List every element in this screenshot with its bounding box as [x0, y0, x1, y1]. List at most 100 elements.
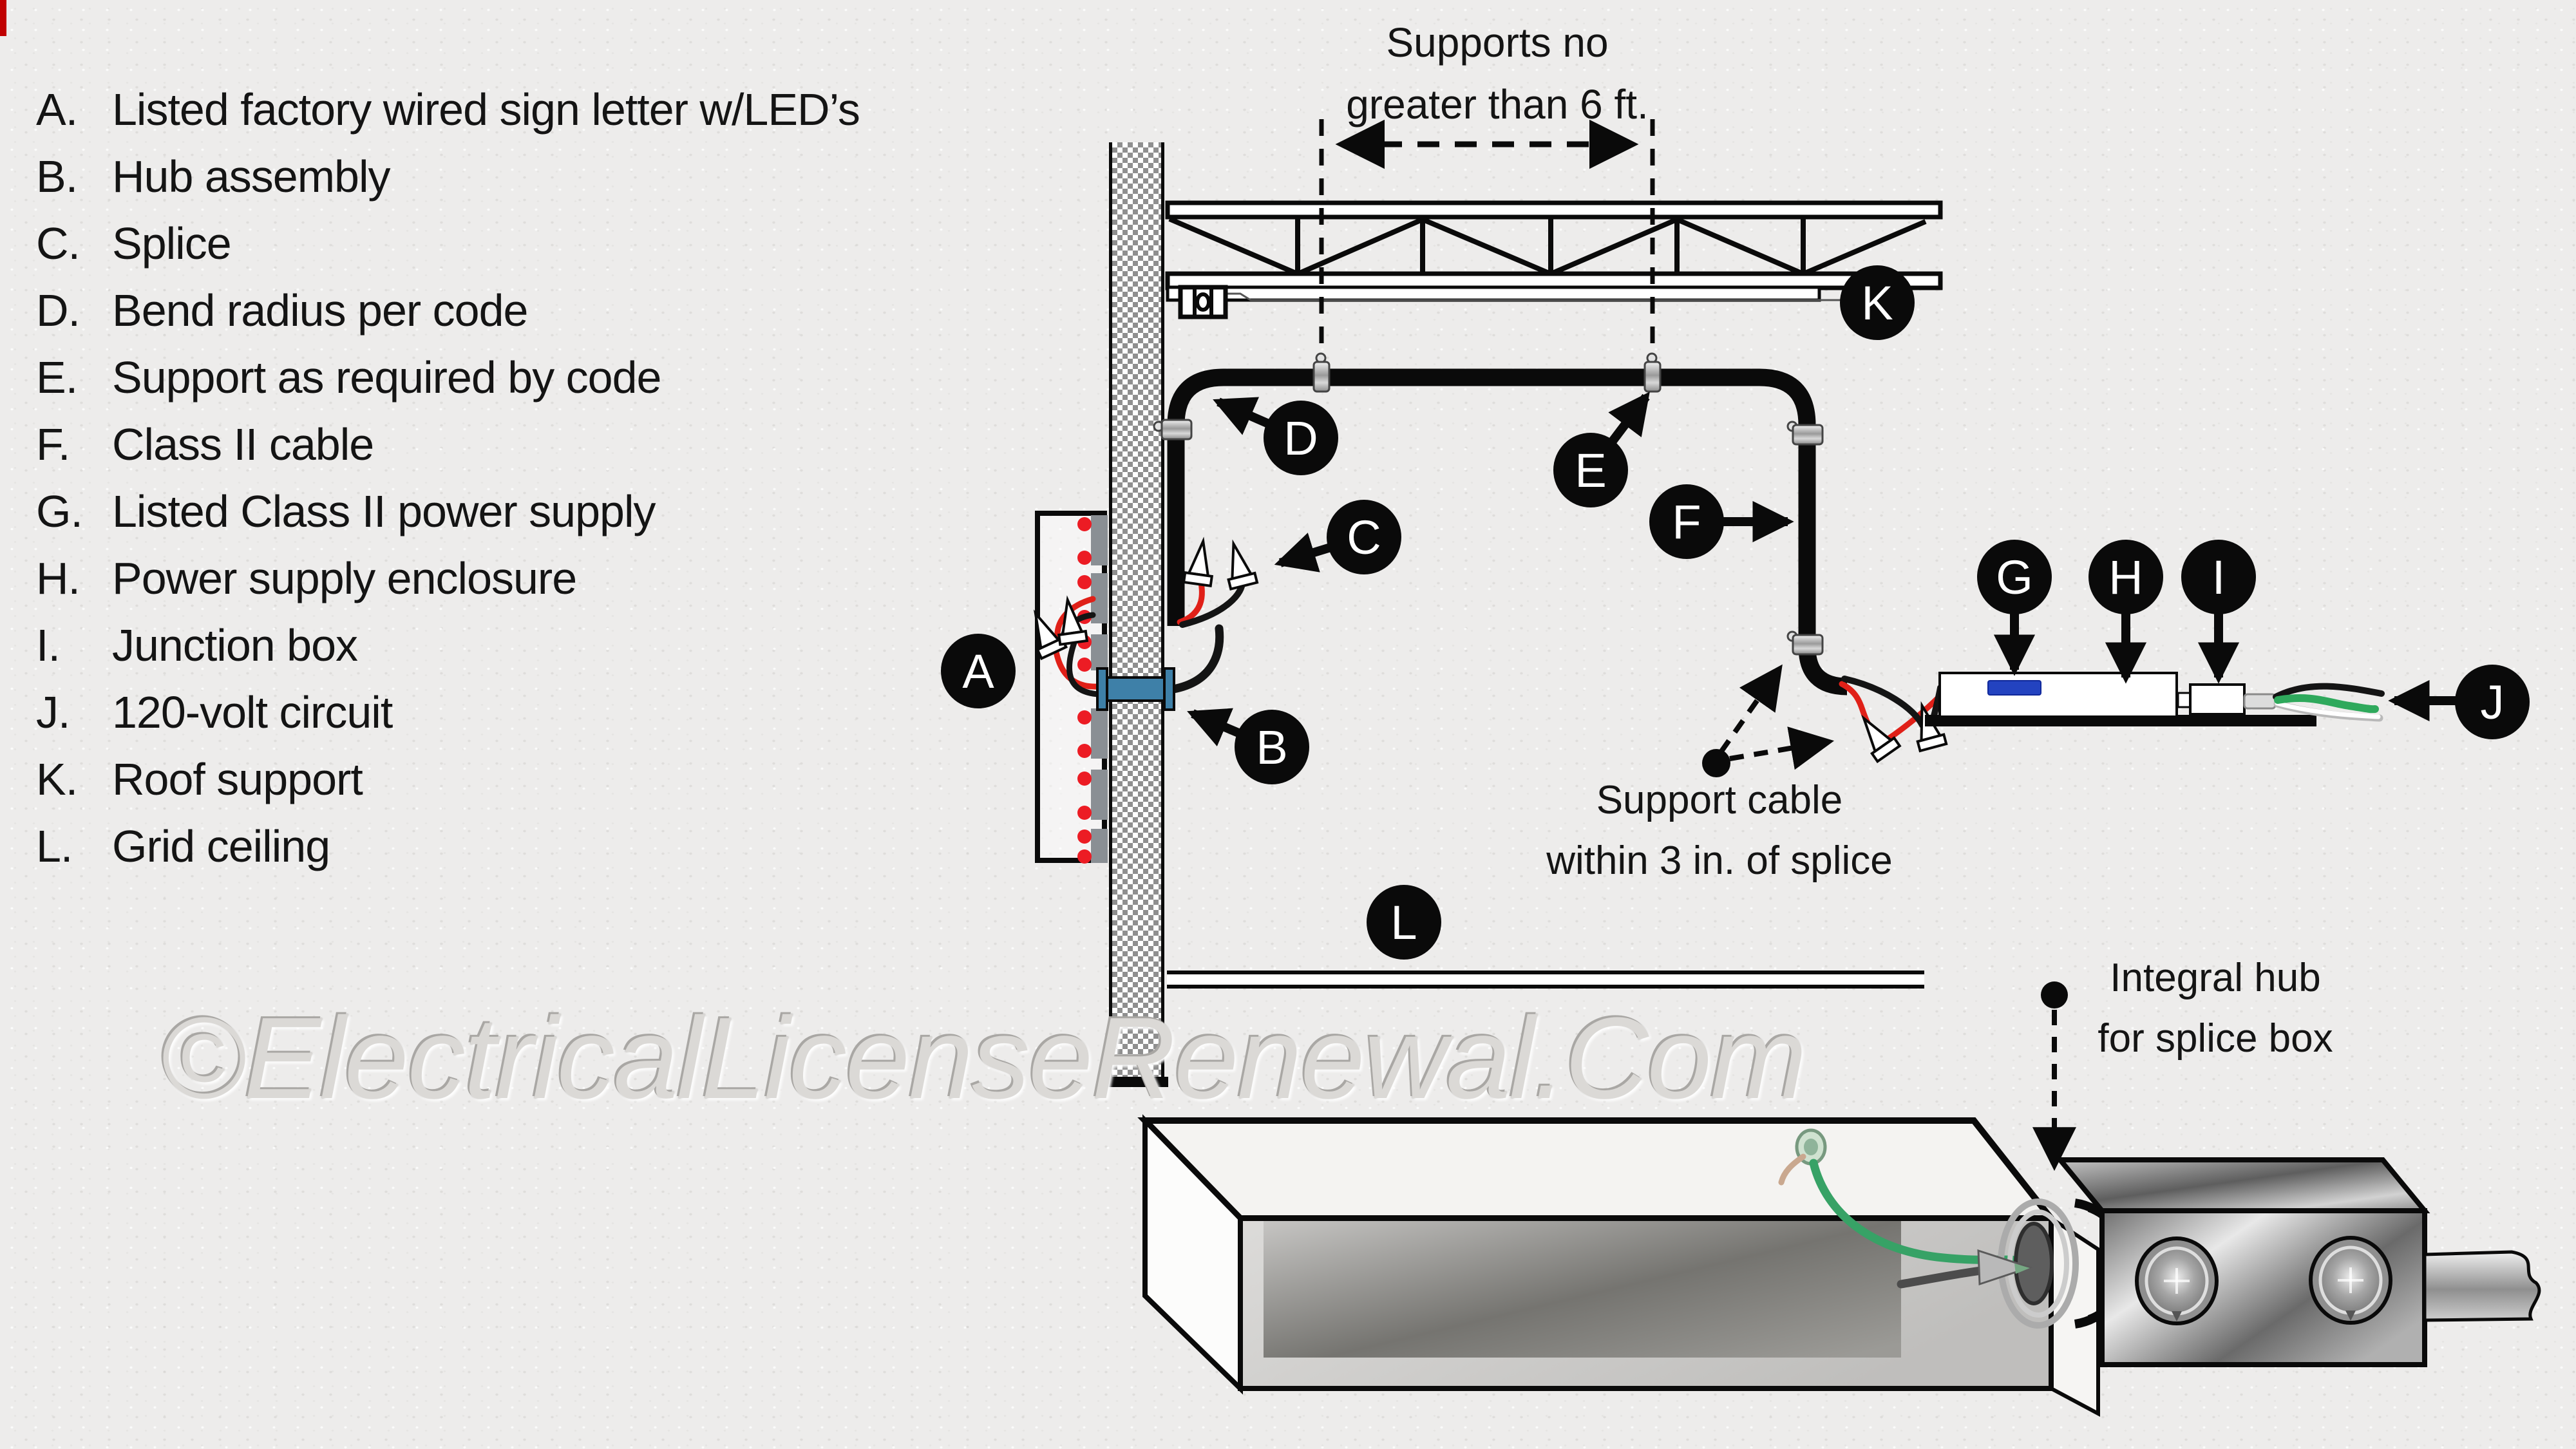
- legend-item: D. Bend radius per code: [36, 277, 860, 344]
- label-letter: F: [1672, 495, 1701, 549]
- red-edge-mark: [0, 0, 6, 36]
- wire-nut-icon: [1861, 714, 1902, 764]
- legend-text: Grid ceiling: [112, 821, 330, 871]
- legend-letter: D.: [36, 285, 80, 336]
- legend-letter: I.: [36, 620, 61, 670]
- legend-text: 120-volt circuit: [112, 687, 393, 737]
- legend-letter: J.: [36, 687, 70, 737]
- label-circle-c: C: [1327, 500, 1401, 574]
- circuit-neutral-wire: [2275, 701, 2381, 719]
- label-circle-g: G: [1977, 540, 2052, 614]
- cable-clamps: [1153, 352, 1824, 656]
- wire-nut-icon: [1057, 595, 1089, 647]
- legend-letter: B.: [36, 151, 78, 202]
- support-cable-note: Support cable within 3 in. of splice: [1494, 770, 1945, 891]
- roof-truss: [1165, 200, 1943, 290]
- led-modules: [1077, 515, 1108, 864]
- watermark: ©ElectricalLicenseRenewal.Com: [160, 994, 1807, 1123]
- circuit-hot-wire: [2273, 683, 2385, 700]
- legend-text: Hub assembly: [112, 151, 391, 202]
- class2-cable: [1167, 368, 1848, 696]
- legend-text: Support as required by code: [112, 352, 661, 402]
- legend-letter: L.: [36, 821, 73, 871]
- legend-item: K.Roof support: [36, 746, 860, 813]
- legend-letter: G.: [36, 486, 83, 536]
- legend-item: G. Listed Class II power supply: [36, 478, 860, 545]
- legend-text: Splice: [112, 218, 232, 269]
- label-circle-f: F: [1649, 484, 1724, 559]
- legend-letter: E.: [36, 352, 78, 402]
- legend-text: Listed Class II power supply: [112, 486, 656, 536]
- label-circle-h: H: [2088, 540, 2163, 614]
- legend-letter: A.: [36, 84, 78, 135]
- legend-text: Power supply enclosure: [112, 553, 577, 603]
- integral-hub-note-line1: Integral hub: [2110, 956, 2321, 1000]
- splice-wiring-letter: [1053, 576, 1245, 697]
- power-supply-label: [1987, 680, 2041, 696]
- support-cable-note-line2: within 3 in. of splice: [1546, 838, 1893, 883]
- clamp-icon: [1786, 630, 1824, 656]
- supports-note-line1: Supports no: [1386, 19, 1609, 66]
- hub-assembly: [1096, 667, 1175, 711]
- support-spacing-dashed-lines: [1319, 119, 1655, 355]
- legend-text: Listed factory wired sign letter w/LED’s: [112, 84, 860, 135]
- led-lamps: [1077, 517, 1092, 864]
- legend-item: F. Class II cable: [36, 411, 860, 478]
- label-circle-k: K: [1840, 265, 1915, 340]
- supports-note: Supports no greater than 6 ft.: [1262, 12, 1732, 135]
- legend-letter: K.: [36, 754, 78, 804]
- label-circle-d: D: [1264, 401, 1338, 475]
- label-letter: D: [1283, 411, 1318, 465]
- wire-nut-icon: [1182, 536, 1214, 588]
- label-circle-b: B: [1235, 710, 1309, 784]
- knockout-icon: [2135, 1236, 2219, 1325]
- legend: A. Listed factory wired sign letter w/LED…: [36, 76, 860, 880]
- supports-note-line2: greater than 6 ft.: [1346, 81, 1649, 128]
- wire-nuts-psu: [1861, 701, 1948, 764]
- clamp-icon: [1786, 421, 1824, 446]
- label-letter: B: [1256, 720, 1288, 774]
- sign-raceway-box: [1137, 1114, 2100, 1417]
- legend-text: Bend radius per code: [112, 285, 528, 336]
- power-supply-assembly: [1925, 672, 2385, 726]
- integral-hub-note: Integral hub for splice box: [2022, 948, 2409, 1069]
- clamp-icon: [1153, 419, 1193, 440]
- integral-hub-note-line2: for splice box: [2098, 1016, 2333, 1061]
- wire-nuts: [1033, 536, 1259, 661]
- rail-bolt-icon: [1195, 292, 1211, 312]
- legend-letter: F.: [36, 419, 70, 469]
- label-letter: A: [962, 644, 994, 698]
- label-circle-i: I: [2181, 540, 2256, 614]
- legend-item: B. Hub assembly: [36, 143, 860, 210]
- roof-support-rail: [1166, 285, 1899, 319]
- legend-text: Class II cable: [112, 419, 374, 469]
- label-letter: H: [2108, 550, 2143, 604]
- conduit-pipe: [2423, 1250, 2541, 1322]
- label-letter: E: [1575, 443, 1607, 497]
- power-supply-enclosure: [1938, 672, 2178, 718]
- support-cable-note-line1: Support cable: [1596, 778, 1843, 822]
- legend-item: E. Support as required by code: [36, 344, 860, 411]
- label-letter: L: [1390, 895, 1417, 949]
- label-letter: K: [1861, 276, 1893, 330]
- clamp-icon: [1312, 352, 1331, 393]
- legend-item: H.Power supply enclosure: [36, 545, 860, 612]
- label-circle-a: A: [941, 634, 1016, 708]
- legend-item: I.Junction box: [36, 612, 860, 679]
- legend-item: A. Listed factory wired sign letter w/LED…: [36, 76, 860, 143]
- clamp-icon: [1643, 352, 1662, 393]
- wire-nut-icon: [1227, 539, 1259, 591]
- label-letter: I: [2211, 550, 2226, 604]
- label-circle-j: J: [2455, 665, 2530, 739]
- wire-nut-icon: [1916, 701, 1948, 753]
- legend-item: J. 120-volt circuit: [36, 679, 860, 746]
- knockout-icon: [2309, 1236, 2392, 1325]
- label-letter: J: [2480, 675, 2505, 729]
- junction-connector: [2189, 683, 2246, 715]
- label-circle-e: E: [1553, 433, 1628, 507]
- support-cable-leaders: [1702, 664, 1835, 777]
- legend-item: C.Splice: [36, 210, 860, 277]
- wall-bottom-cap: [1105, 1077, 1168, 1087]
- circuit-ground-wire: [2274, 694, 2379, 714]
